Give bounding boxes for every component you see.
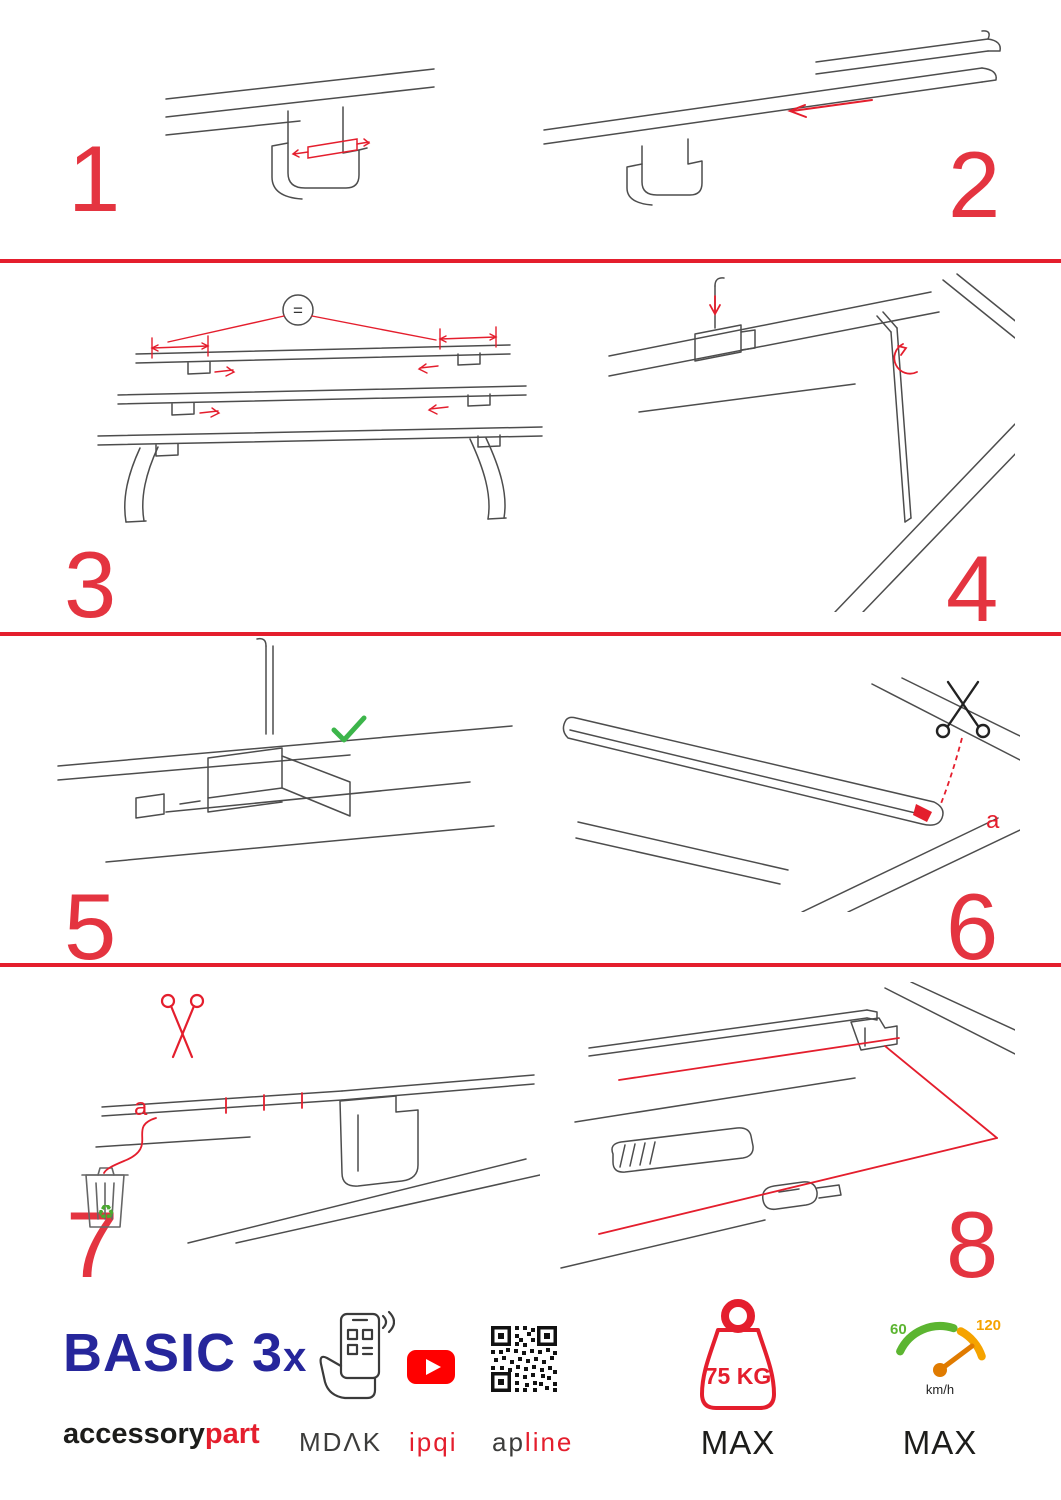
step-1-illustration <box>165 68 435 200</box>
qr-code <box>491 1326 557 1392</box>
step-5-illustration <box>57 637 513 863</box>
youtube-icon <box>407 1350 455 1384</box>
step-8-number: 8 <box>946 1192 999 1297</box>
product-logo: BASIC 3x <box>63 1326 307 1380</box>
brand-black: accessory <box>63 1418 205 1450</box>
step-3-illustration: = <box>97 294 543 523</box>
step-6-number: 6 <box>946 874 999 979</box>
insert-pad-highlight <box>291 138 371 159</box>
cut-point-label: a <box>134 1094 148 1121</box>
partner-mdak: MDΛK <box>299 1427 383 1457</box>
tighten-arrows <box>709 295 918 375</box>
speedometer-icon: 60 120 km/h <box>890 1317 1001 1397</box>
step-5-number: 5 <box>64 874 117 979</box>
cut-guide <box>913 737 963 822</box>
slide-direction-arrow <box>787 99 873 118</box>
scissors-icon <box>935 680 991 739</box>
apline-black: ap <box>492 1427 525 1457</box>
max-speed-label: MAX <box>902 1424 978 1461</box>
final-assembly-drawing <box>560 982 1015 1269</box>
product-name: BASIC 3 <box>63 1323 284 1383</box>
check-icon <box>331 715 367 743</box>
phone-qr-icon <box>319 1310 395 1400</box>
step-4-number: 4 <box>946 536 999 641</box>
discard-guide <box>103 1092 303 1174</box>
strip-clamp-drawing <box>95 1074 540 1244</box>
weight-icon: 75 KG <box>700 1299 776 1410</box>
partner-ipqi: ipqi <box>409 1427 458 1457</box>
step-4-illustration <box>608 273 1015 612</box>
bar-cut-drawing <box>562 677 1020 912</box>
speed-unit: km/h <box>926 1382 954 1397</box>
speed-high-tick: 120 <box>976 1317 1001 1334</box>
recycle-icon: ♻ <box>97 1200 115 1224</box>
roof-rail-drawing <box>165 68 435 200</box>
equal-spacing-symbol: = <box>293 301 303 320</box>
scissors-icon <box>160 993 205 1059</box>
speed-low-tick: 60 <box>890 1321 907 1338</box>
section-divider <box>0 259 1061 263</box>
trash-icon <box>81 1167 129 1228</box>
cut-point-label: a <box>986 807 1000 834</box>
apline-red: line <box>524 1427 574 1457</box>
clamp-check-drawing <box>57 637 513 863</box>
section-divider <box>0 632 1061 636</box>
rack-assembly-drawing <box>97 294 543 523</box>
max-weight-value: 75 KG <box>705 1363 771 1389</box>
partner-apline: apline <box>492 1427 573 1458</box>
equal-spacing-marks <box>150 315 498 418</box>
step-1-number: 1 <box>68 126 121 231</box>
section-divider <box>0 963 1061 967</box>
step-2-illustration <box>543 30 1001 206</box>
brand-wordmark: accessorypart <box>63 1418 260 1451</box>
step-7-illustration: a ♻ <box>81 993 540 1244</box>
brand-red: part <box>204 1418 260 1450</box>
alignment-lines <box>598 1037 998 1235</box>
step-6-illustration: a <box>562 677 1020 912</box>
step-3-number: 3 <box>64 532 117 637</box>
product-quantity: x <box>283 1333 308 1380</box>
step-2-number: 2 <box>948 132 1001 237</box>
max-weight-label: MAX <box>700 1424 776 1461</box>
step-8-illustration <box>560 982 1015 1269</box>
allen-key-drawing <box>608 273 1015 612</box>
crossbar-drawing <box>543 30 1001 206</box>
step-7-number: 7 <box>66 1192 119 1297</box>
